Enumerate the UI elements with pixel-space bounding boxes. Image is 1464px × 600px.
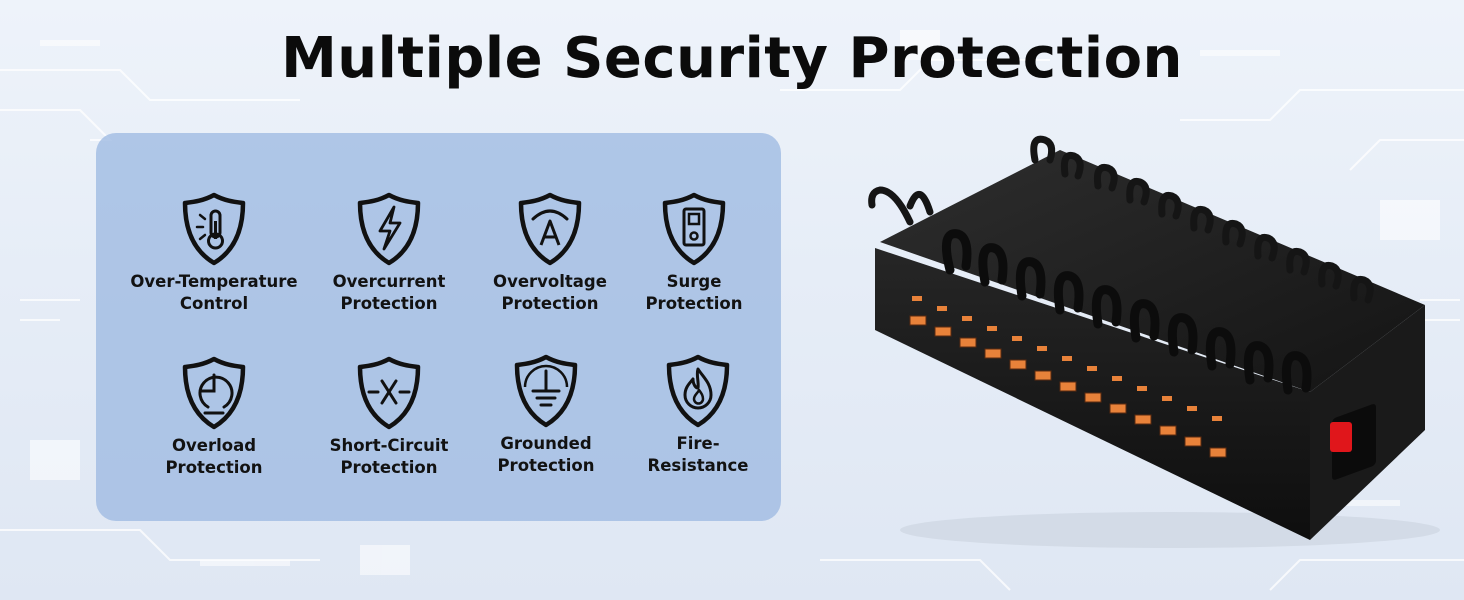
voltage-shield-icon xyxy=(518,192,582,266)
feature-short-circuit: Short-Circuit Protection xyxy=(299,355,479,479)
feature-label-line2: Protection xyxy=(501,294,599,313)
ground-shield-icon xyxy=(514,354,578,428)
feature-label-line1: Overload xyxy=(171,436,257,455)
feature-label-line1: Grounded xyxy=(500,434,592,453)
flame-shield-icon xyxy=(666,354,730,428)
feature-label: Over-Temperature Control xyxy=(124,271,304,315)
lightning-shield-icon xyxy=(357,192,421,266)
surge-device-shield-icon xyxy=(662,192,726,266)
feature-over-temperature: Over-Temperature Control xyxy=(124,191,304,315)
thermometer-shield-icon xyxy=(182,192,246,266)
feature-overload: Overload Protection xyxy=(124,355,304,479)
feature-label: Overcurrent Protection xyxy=(299,271,479,315)
feature-label-line2: Protection xyxy=(340,458,438,477)
feature-surge: Surge Protection xyxy=(604,191,784,315)
feature-label: Overvoltage Protection xyxy=(460,271,640,315)
feature-label-line2: Protection xyxy=(340,294,438,313)
feature-label-line1: Overcurrent xyxy=(332,272,446,291)
gauge-shield-icon xyxy=(182,356,246,430)
feature-label: Fire- Resistance xyxy=(608,433,788,477)
feature-label: Short-Circuit Protection xyxy=(299,435,479,479)
feature-label-line1: Surge xyxy=(666,272,722,291)
feature-label-line2: Protection xyxy=(497,456,595,475)
feature-grounded: Grounded Protection xyxy=(456,353,636,477)
feature-label-line2: Protection xyxy=(165,458,263,477)
page-title: Multiple Security Protection xyxy=(281,26,1183,91)
feature-label-line2: Resistance xyxy=(647,456,749,475)
feature-label: Grounded Protection xyxy=(456,433,636,477)
feature-label-line1: Short-Circuit xyxy=(329,436,449,455)
feature-label-line1: Over-Temperature xyxy=(130,272,298,291)
feature-label-line1: Fire- xyxy=(676,434,720,453)
feature-label-line2: Control xyxy=(179,294,249,313)
feature-label-line2: Protection xyxy=(645,294,743,313)
feature-overvoltage: Overvoltage Protection xyxy=(460,191,640,315)
circuit-shield-icon xyxy=(357,356,421,430)
feature-fire-resistance: Fire- Resistance xyxy=(608,353,788,477)
feature-label: Surge Protection xyxy=(604,271,784,315)
features-panel: Over-Temperature Control Overcurrent Pro… xyxy=(96,133,781,521)
usb-charging-station-image xyxy=(868,135,1440,548)
feature-label: Overload Protection xyxy=(124,435,304,479)
feature-overcurrent: Overcurrent Protection xyxy=(299,191,479,315)
feature-label-line1: Overvoltage xyxy=(493,272,607,291)
